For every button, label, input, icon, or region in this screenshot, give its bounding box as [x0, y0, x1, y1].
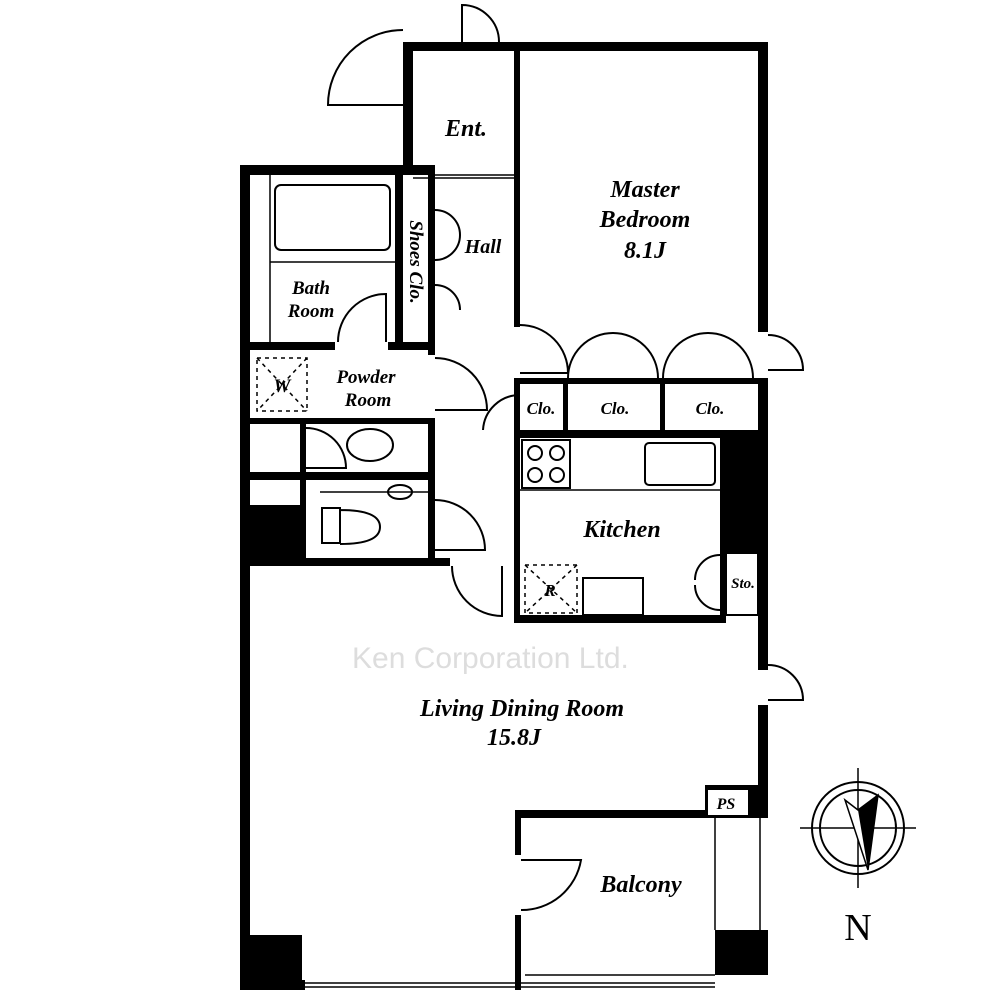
label-living-dining-size: 15.8J	[487, 725, 542, 751]
label-pipe-space: PS	[716, 796, 736, 813]
label-kitchen: Kitchen	[582, 517, 660, 543]
stove	[521, 439, 571, 489]
label-closet-2: Clo.	[601, 399, 630, 418]
label-powder-room-2: Room	[344, 390, 391, 411]
label-refrigerator: R	[543, 581, 555, 600]
label-shoes-closet: Shoes Clo.	[405, 220, 426, 303]
fridge-space	[524, 564, 578, 614]
label-master-bedroom-size: 8.1J	[624, 238, 667, 264]
label-closet-3: Clo.	[696, 399, 725, 418]
washer-space	[256, 357, 308, 412]
label-master-bedroom: Master	[609, 177, 680, 203]
fixtures	[256, 44, 761, 988]
toilet	[321, 507, 382, 545]
label-master-bedroom-2: Bedroom	[599, 207, 691, 233]
compass-north-label: N	[844, 907, 871, 949]
bathtub	[274, 184, 391, 251]
label-balcony: Balcony	[599, 872, 682, 898]
doors	[305, 3, 805, 912]
label-washer: W	[274, 376, 292, 397]
watermark: Ken Corporation Ltd.	[352, 642, 629, 675]
compass: N	[800, 768, 916, 949]
label-living-dining: Living Dining Room	[419, 696, 624, 722]
label-hall: Hall	[464, 236, 502, 258]
label-powder-room: Powder	[335, 367, 396, 388]
sink	[346, 428, 394, 462]
label-bath-room: Bath	[291, 278, 330, 299]
room-labels: Ent. Master Bedroom 8.1J Hall Shoes Clo.…	[274, 116, 755, 898]
label-closet-1: Clo.	[527, 399, 556, 418]
label-entrance: Ent.	[444, 116, 487, 142]
label-bath-room-2: Room	[287, 301, 334, 322]
kitchen-sink	[644, 442, 716, 486]
label-storage: Sto.	[731, 576, 755, 592]
